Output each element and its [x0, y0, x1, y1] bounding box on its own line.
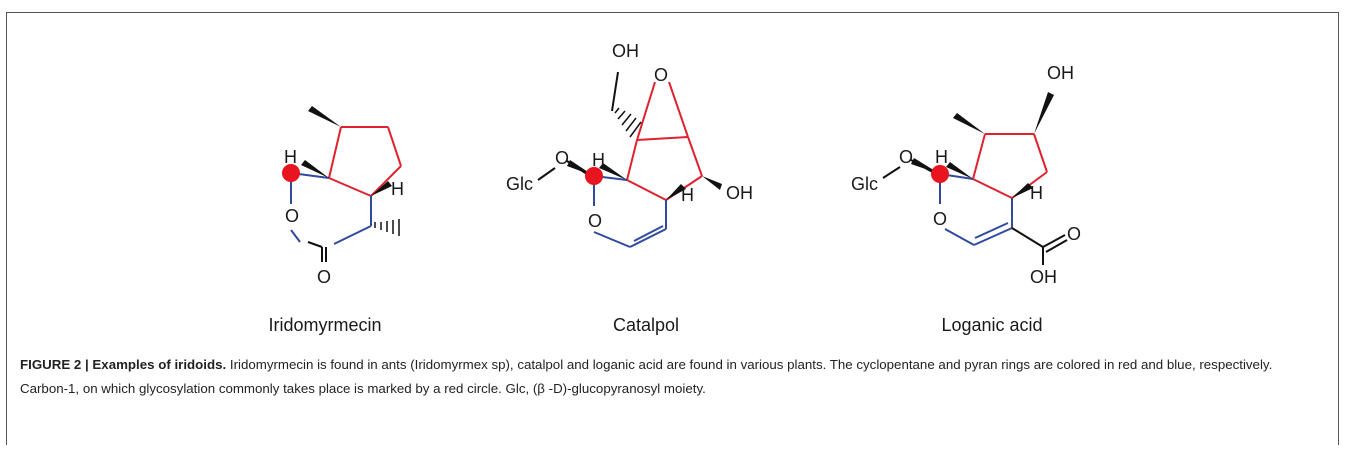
atom-label: OH: [726, 183, 753, 203]
molecule-name: Loganic acid: [941, 315, 1042, 335]
atom-label: H: [681, 185, 694, 205]
figure-frame: [6, 12, 1339, 445]
iridomyrmecin-structure: H H O O Iridomyrmecin: [268, 106, 404, 335]
atom-label: Glc: [506, 174, 533, 194]
atom-label: O: [285, 206, 299, 226]
loganic-acid-pyran-ring: [939, 173, 1013, 246]
atom-label: O: [654, 65, 668, 85]
iridomyrmecin-pyran-ring: [290, 172, 372, 245]
atom-label: H: [284, 147, 297, 167]
catalpol-cyclopentane-ring: [626, 81, 703, 201]
iridomyrmecin-methyl-wedge: [308, 106, 341, 127]
atom-label: O: [588, 211, 602, 231]
atom-label: Glc: [851, 174, 878, 194]
molecule-name: Catalpol: [613, 315, 679, 335]
atom-label: O: [1067, 224, 1081, 244]
atom-label: H: [935, 147, 948, 167]
iridomyrmecin-carbon1-marker: [282, 164, 300, 182]
atom-label: O: [899, 147, 913, 167]
atom-label: OH: [612, 41, 639, 61]
atom-label: O: [317, 267, 331, 287]
loganic-acid-cyclopentane-ring: [972, 133, 1048, 199]
catalpol-carbon1-marker: [585, 167, 603, 185]
caption-text: Iridomyrmecin is found in ants (Iridomyr…: [20, 357, 1273, 396]
atom-label: H: [592, 150, 605, 170]
atom-label: H: [1030, 183, 1043, 203]
atom-label: H: [391, 179, 404, 199]
loganic-acid-carbon1-marker: [931, 165, 949, 183]
molecule-name: Iridomyrmecin: [268, 315, 381, 335]
atom-label: OH: [1030, 267, 1057, 287]
catalpol-structure: OH O H O Glc OH H O Catalpol: [506, 41, 753, 335]
atom-label: O: [933, 209, 947, 229]
figure-caption: FIGURE 2 | Examples of iridoids. Iridomy…: [20, 353, 1320, 401]
iridomyrmecin-cyclopentane-ring: [328, 126, 402, 197]
catalpol-pyran-ring: [593, 175, 667, 248]
caption-label: FIGURE 2 | Examples of iridoids.: [20, 357, 227, 372]
atom-label: O: [555, 148, 569, 168]
atom-label: OH: [1047, 63, 1074, 83]
loganic-acid-structure: OH H O Glc H O O OH Loganic acid: [851, 63, 1081, 335]
iridoid-structures-figure: H H O O Iridomyrmecin: [268, 41, 1081, 335]
